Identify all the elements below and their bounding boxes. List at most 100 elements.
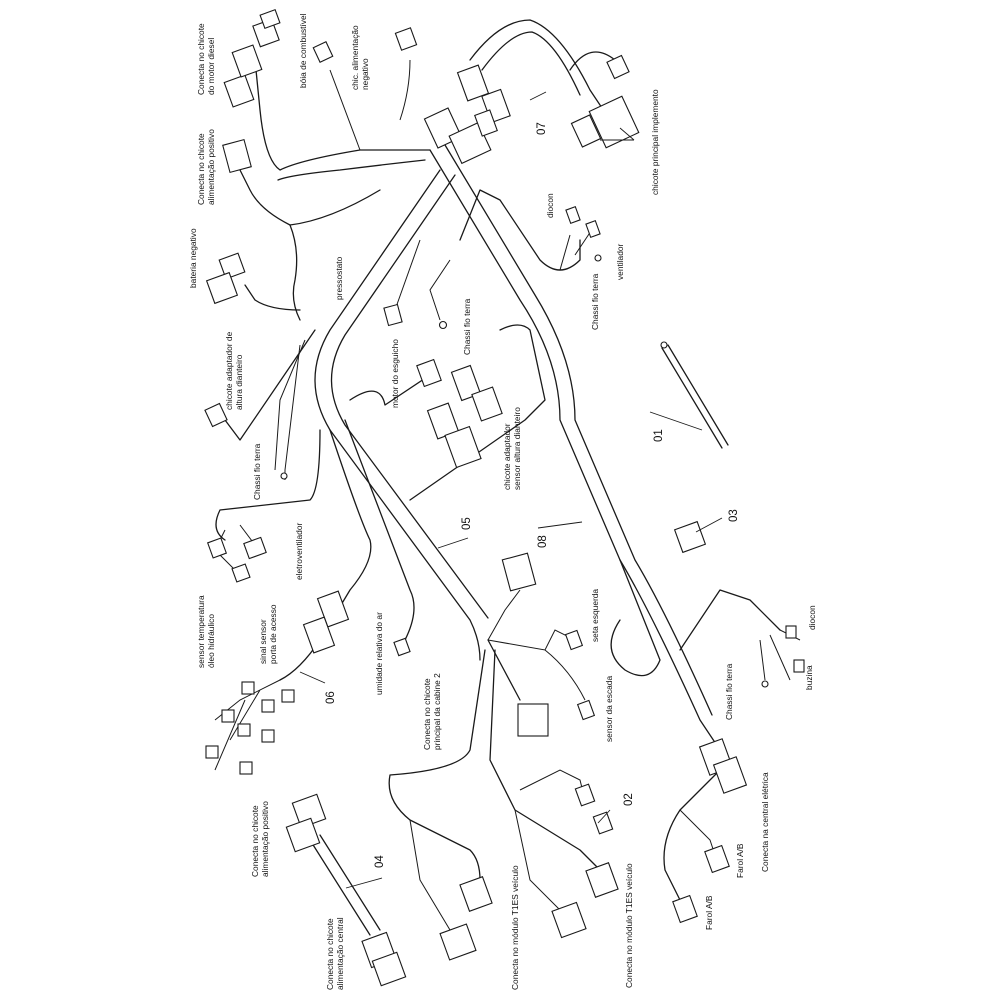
connector-principal-cabine-top (501, 552, 537, 592)
connector-07-3 (474, 109, 498, 137)
label-pressostato: pressostato (334, 256, 344, 300)
connector-esguicho (416, 358, 442, 388)
branch-alim-positivo-top (239, 169, 381, 226)
part-number-08: 08 (537, 535, 549, 548)
connector-motor-diesel-1 (223, 74, 255, 108)
harness-04 (309, 834, 381, 936)
connector-06-s2 (261, 699, 275, 713)
connector-eletroventilador (243, 536, 267, 560)
connector-06-s3 (281, 689, 295, 703)
label-diocon-right: diocon (807, 605, 817, 630)
branch-diocon-top (459, 189, 581, 271)
label-adaptador-sensor: chicote adaptadorsensor altura dianteiro (502, 407, 522, 490)
label-chassi-fio-terra-right: Chassi fio terra (724, 663, 734, 720)
connector-diocon-top (565, 206, 581, 224)
terminal-chassi-left (280, 472, 288, 480)
label-alim-positivo-bottom: Conecta no chicotealimentação positivo (250, 801, 270, 877)
harness-08-trunk-b (444, 144, 713, 716)
part-number-02: 02 (623, 793, 635, 806)
connector-diocon-right (785, 625, 797, 639)
connectors (204, 8, 805, 987)
harness-bottom-left-c (409, 809, 561, 931)
label-farol-ab-2: Farol A/B (735, 843, 745, 878)
connector-sensor-temp (206, 537, 228, 559)
connector-farol-1 (672, 894, 698, 924)
branch-left-group (224, 329, 316, 441)
label-diocon-top: diocon (545, 193, 555, 218)
part-01-end (660, 341, 668, 349)
connector-t1es-2a (585, 862, 619, 898)
label-motor-esguicho: motor do esguicho (390, 339, 400, 408)
part-number-07: 07 (536, 122, 548, 135)
connector-adaptador-sensor-2 (471, 386, 503, 422)
labels: Conecta no chicotedo motor diesel bóia d… (188, 13, 817, 990)
label-principal-cabine: Conecta no chicoteprincipal da cabine 2 (422, 673, 442, 750)
label-ventilador: ventilador (615, 243, 625, 280)
label-motor-diesel: Conecta no chicotedo motor diesel (196, 23, 216, 95)
connector-06-2 (302, 616, 336, 654)
label-alim-central: Conecta no chicotealimentação central (325, 917, 345, 990)
connector-adaptador-altura (204, 402, 228, 428)
part-03-plate (673, 520, 707, 554)
branch-farol-b (679, 809, 716, 856)
connector-07-1 (456, 64, 490, 102)
connector-bateria-negativo-2 (205, 271, 239, 305)
branch-sensor-escada (544, 649, 586, 701)
leader-lines (299, 91, 723, 889)
branch-alim-positivo-top-b (289, 224, 301, 321)
connector-t1es-1b (439, 923, 477, 961)
connector-motor-diesel-4 (259, 8, 281, 30)
label-alim-positivo-top: Conecta no chicotealimentação positivo (196, 129, 216, 205)
connector-06-s4 (221, 709, 235, 723)
connector-principal-cabine (517, 703, 549, 737)
label-modulo-t1es-2: Conecta no módulo T1ES veículo (624, 863, 634, 988)
connector-t1es-2b (551, 901, 587, 939)
branch-motor-diesel (254, 59, 431, 171)
junction-center (487, 639, 521, 701)
connector-02-1 (574, 783, 596, 807)
part-number-01: 01 (653, 429, 665, 442)
branch-02 (519, 769, 586, 801)
connector-sinal-sensor (231, 563, 251, 583)
connector-04-top-2 (285, 817, 321, 853)
branch-seta-esquerda (487, 629, 576, 651)
branch-bateria-negativo (244, 284, 301, 311)
branch-principal-cabine (487, 589, 521, 641)
harness-05-trunk (314, 169, 481, 661)
label-modulo-t1es-1: Conecta no módulo T1ES veículo (510, 865, 520, 990)
branch-umidade (344, 419, 415, 641)
label-chassi-fio-terra-top: Chassi fio terra (590, 273, 600, 330)
right-loop (610, 559, 661, 677)
branch-esguicho (349, 374, 431, 406)
branch-farol (663, 769, 721, 901)
connector-adaptador-sensor-1 (450, 364, 482, 402)
part-number-05: 05 (461, 517, 473, 530)
label-eletroventilador: eletroventilador (294, 523, 304, 580)
connector-pressostato (383, 303, 403, 327)
label-bateria-negativo: bateria negativo (188, 228, 198, 288)
part-01-rod (661, 344, 729, 449)
branch-left-group-b (274, 339, 306, 471)
connector-06-s1 (241, 681, 255, 695)
label-chassi-fio-terra-mid: Chassi fio terra (462, 298, 472, 355)
label-central-eletrica: Conecta na central elétrica (760, 772, 770, 872)
branch-boia (329, 69, 361, 151)
label-sensor-escada: sensor da escada (604, 676, 614, 742)
branch-adaptador-sensor (409, 324, 546, 501)
branch-chassi-mid (429, 259, 451, 321)
connector-sensor-escada (576, 699, 596, 721)
connector-06-s5 (237, 723, 251, 737)
harness-bottom-left (388, 649, 486, 881)
connector-center-block-2 (448, 121, 492, 165)
harness-wires (214, 19, 801, 936)
harness-05-trunk-b (330, 174, 489, 619)
label-buzina: buzina (804, 665, 814, 690)
label-implemento: chicote principal implemento (650, 89, 660, 195)
connector-seta-esquerda (564, 629, 584, 651)
connector-06-s6 (261, 729, 275, 743)
part-number-06: 06 (325, 691, 337, 704)
label-seta-esquerda: seta esquerda (590, 589, 600, 642)
connector-implemento-3 (606, 54, 630, 80)
connector-ventilador (585, 220, 601, 238)
